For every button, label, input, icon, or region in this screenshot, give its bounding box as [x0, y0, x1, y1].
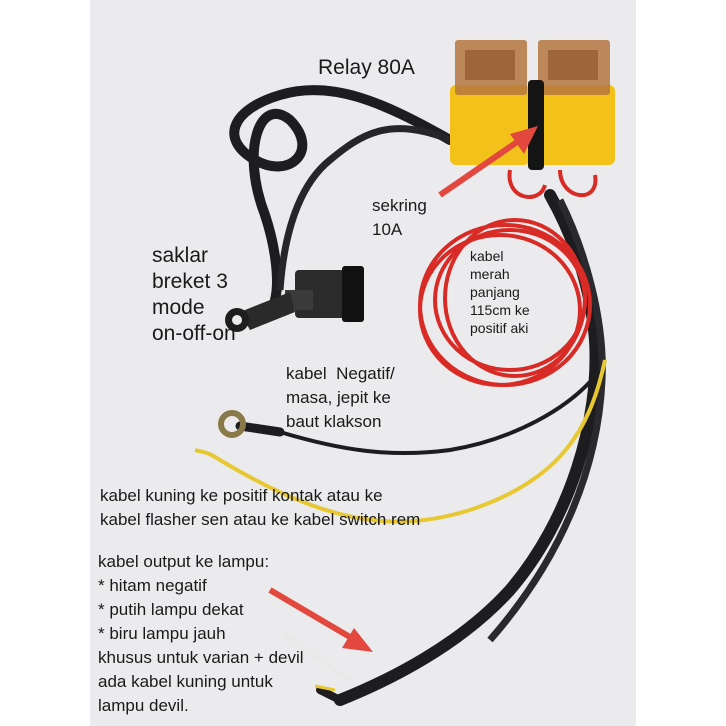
fuse-holder — [528, 80, 544, 170]
product-photo: Relay 80A sekring 10A saklar breket 3 mo… — [90, 0, 636, 726]
ground-cable — [279, 368, 602, 456]
output-label-3: * putih lampu dekat — [98, 600, 244, 619]
red-cable-label-1: kabel — [470, 248, 504, 264]
switch-label-1: saklar — [152, 244, 209, 267]
output-wire-ends — [282, 632, 353, 704]
switch-cable — [229, 85, 455, 305]
ground-cable-label-2: masa, jepit ke — [286, 388, 391, 407]
output-label-1: kabel output ke lampu: — [98, 552, 270, 571]
red-cable-label-2: merah — [470, 266, 510, 282]
fuse-label-line1: sekring — [372, 196, 427, 215]
fuse-label-line2: 10A — [372, 220, 403, 239]
yellow-wire — [194, 359, 607, 524]
ground-ring-terminal — [218, 410, 246, 438]
wiring-harness-illustration — [194, 40, 615, 706]
switch-label-4: on-off-on — [152, 322, 236, 345]
ground-cable-label-1: kabel Negatif/ — [286, 364, 395, 383]
ground-cable-label-3: baut klakson — [286, 412, 382, 431]
output-label-5: khusus untuk varian + devil — [98, 648, 304, 667]
relay-right — [535, 40, 615, 165]
yellow-cable-label-2: kabel flasher sen atau ke kabel switch r… — [100, 510, 421, 529]
red-cable-coil — [418, 218, 592, 387]
output-label-6: ada kabel kuning untuk — [98, 672, 273, 691]
relay-label: Relay 80A — [318, 56, 415, 79]
yellow-cable-label-1: kabel kuning ke positif kontak atau ke — [100, 486, 383, 505]
rocker-switch — [225, 266, 364, 332]
output-arrow — [268, 587, 373, 652]
fuse-arrow — [438, 126, 538, 198]
red-cable-label-5: positif aki — [470, 320, 529, 336]
output-label-4: * biru lampu jauh — [98, 624, 226, 643]
red-cable-label-4: 115cm ke — [470, 302, 530, 318]
output-label-2: * hitam negatif — [98, 576, 207, 595]
red-cable-label-3: panjang — [470, 284, 520, 300]
switch-label-3: mode — [152, 296, 205, 319]
relay-left — [450, 40, 530, 165]
switch-label-2: breket 3 — [152, 270, 228, 293]
output-label-7: lampu devil. — [98, 696, 189, 715]
